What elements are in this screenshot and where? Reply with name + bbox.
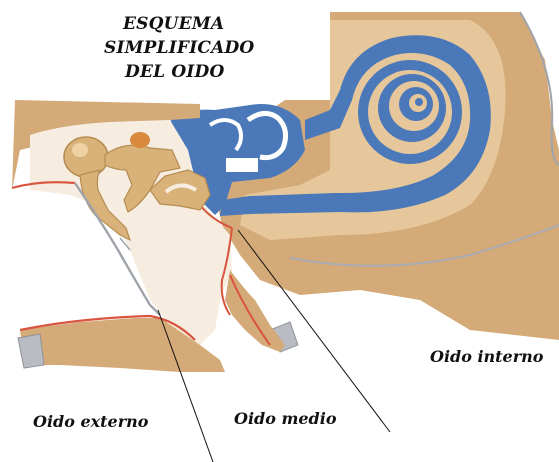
malleus-head	[64, 137, 108, 177]
diagram-title-line-3: DEL OIDO	[125, 62, 224, 82]
cochlea-center	[415, 98, 423, 106]
chorda-tympani	[130, 132, 150, 148]
cartilage-left	[18, 334, 44, 368]
vestibule-window-highlight	[226, 158, 258, 172]
label-outer-ear: Oido externo	[33, 412, 148, 431]
diagram-title-line-1: ESQUEMA	[123, 14, 224, 34]
diagram-title-line-2: SIMPLIFICADO	[104, 38, 254, 58]
label-inner-ear: Oido interno	[430, 347, 543, 366]
malleus-highlight	[72, 143, 88, 157]
label-middle-ear: Oido medio	[234, 409, 337, 428]
